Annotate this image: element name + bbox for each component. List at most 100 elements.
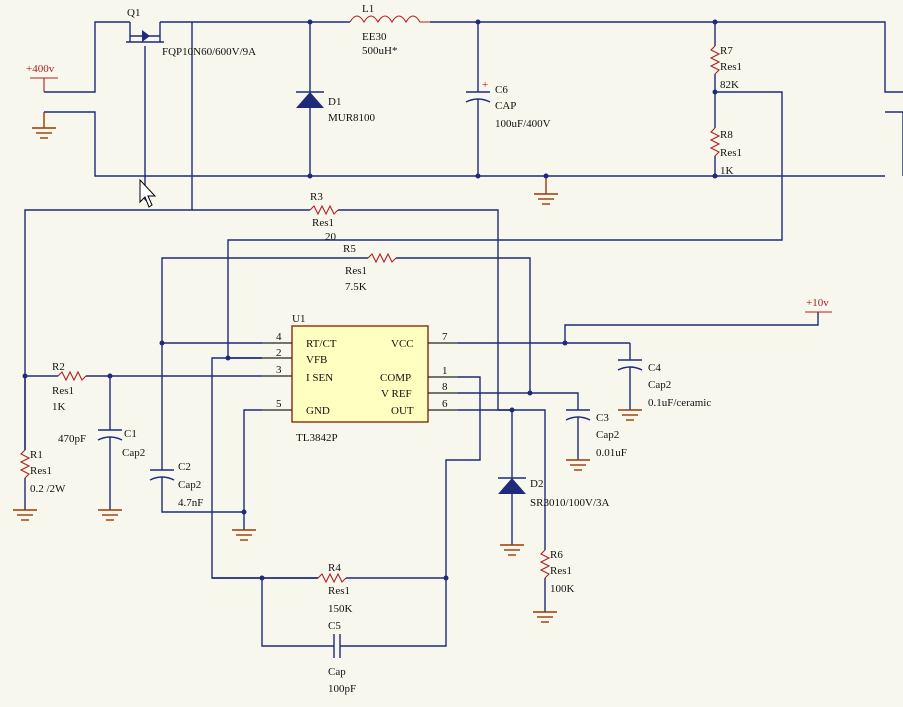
pin-number-2: 2 bbox=[276, 347, 282, 359]
diode-d2: D2 SR3010/100V/3A bbox=[498, 410, 610, 556]
resistor-r6: R6 Res1 100K bbox=[533, 549, 575, 623]
supply-plus400: +400v bbox=[26, 63, 58, 92]
resistor-r5: R5 Res1 7.5K bbox=[161, 243, 531, 393]
c5-type: Cap bbox=[328, 666, 346, 678]
wire-out bbox=[458, 409, 546, 550]
u1-ref: U1 bbox=[292, 313, 305, 325]
r1-ref: R1 bbox=[30, 449, 43, 461]
r1-type: Res1 bbox=[30, 465, 52, 477]
r5-ref: R5 bbox=[343, 243, 356, 255]
pin-number-4: 4 bbox=[276, 331, 282, 343]
capacitor-c1: C1 470pF bbox=[58, 376, 137, 510]
r3-value: 20 bbox=[325, 231, 337, 243]
wire-comp bbox=[445, 376, 481, 578]
c3-type: Cap2 bbox=[596, 429, 619, 441]
u1-pin-out: OUT bbox=[391, 405, 414, 417]
wire-plus10 bbox=[564, 312, 819, 343]
u1-pin-vfb: VFB bbox=[306, 354, 327, 366]
c3-ref: C3 bbox=[596, 412, 609, 424]
mouse-cursor-icon bbox=[139, 178, 157, 208]
r6-ref: R6 bbox=[550, 549, 563, 561]
r5-value: 7.5K bbox=[345, 281, 367, 293]
r6-value: 100K bbox=[550, 583, 575, 595]
r4-value: 150K bbox=[328, 603, 353, 615]
u1-part: TL3842P bbox=[296, 432, 338, 444]
l1-type: EE30 bbox=[362, 31, 387, 43]
r7-type: Res1 bbox=[720, 61, 742, 73]
r2-ref: R2 bbox=[52, 361, 65, 373]
pin-number-5: 5 bbox=[276, 398, 282, 410]
u1-pin-comp: COMP bbox=[380, 372, 411, 384]
label-plus10: +10v bbox=[806, 297, 829, 309]
inductor-l1: L1 EE30 500uH* bbox=[349, 3, 430, 57]
u1-pin-isen: I SEN bbox=[306, 372, 333, 384]
r7-value: 82K bbox=[720, 79, 739, 91]
d1-ref: D1 bbox=[328, 96, 341, 108]
r8-type: Res1 bbox=[720, 147, 742, 159]
ground-u1 bbox=[232, 529, 256, 541]
c2-ref: C2 bbox=[178, 461, 191, 473]
supply-plus10: +10v bbox=[805, 297, 832, 313]
resistor-r7: R7 Res1 82K bbox=[709, 19, 742, 128]
u1-pin-rtct: RT/CT bbox=[306, 338, 337, 350]
r7-ref: R7 bbox=[720, 45, 733, 57]
capacitor-c3: C3 Cap2 0.01uF bbox=[565, 409, 627, 471]
diode-d1: D1 MUR8100 bbox=[296, 19, 376, 179]
l1-ref: L1 bbox=[362, 3, 374, 15]
capacitor-c5: C5 Cap 100pF bbox=[261, 578, 447, 695]
wire-vref bbox=[458, 392, 579, 410]
r2-type: Res1 bbox=[52, 385, 74, 397]
resistor-r8: R8 Res1 1K bbox=[709, 127, 742, 179]
c6-value: 100uF/400V bbox=[495, 118, 551, 130]
u1-pin-vcc: VCC bbox=[391, 338, 414, 350]
c2-type: Cap2 bbox=[178, 479, 201, 491]
u1-pin-vref: V REF bbox=[381, 388, 412, 400]
r4-type: Res1 bbox=[328, 585, 350, 597]
mosfet-q1: Q1 FQP10N60/600V/9A bbox=[24, 7, 256, 450]
pin-number-3: 3 bbox=[276, 364, 282, 376]
ground-c1 bbox=[98, 509, 122, 521]
resistor-r4: R4 Res1 150K bbox=[212, 562, 449, 615]
c5-value: 100pF bbox=[328, 683, 356, 695]
c5-ref: C5 bbox=[328, 620, 341, 632]
c4-ref: C4 bbox=[648, 362, 661, 374]
r2-value: 1K bbox=[52, 401, 66, 413]
c2-value: 4.7nF bbox=[178, 497, 203, 509]
r6-type: Res1 bbox=[550, 565, 572, 577]
c6-plus-mark: + bbox=[482, 79, 488, 91]
r8-ref: R8 bbox=[720, 129, 733, 141]
wire-gnd bbox=[243, 409, 262, 530]
ground-c6 bbox=[534, 173, 558, 205]
u1-pin-gnd: GND bbox=[306, 405, 330, 417]
ground-r1 bbox=[13, 509, 37, 521]
r3-ref: R3 bbox=[310, 191, 323, 203]
l1-value: 500uH* bbox=[362, 45, 397, 57]
ic-u1: U1 TL3842P RT/CT VFB I SEN GND VCC COMP … bbox=[262, 313, 458, 444]
capacitor-c4: C4 Cap2 0.1uF/ceramic bbox=[617, 343, 711, 421]
pin-number-8: 8 bbox=[442, 381, 448, 393]
c6-ref: C6 bbox=[495, 84, 508, 96]
q1-value: FQP10N60/600V/9A bbox=[162, 46, 256, 58]
r5-type: Res1 bbox=[345, 265, 367, 277]
cap2-label-c1: Cap2 bbox=[122, 447, 145, 459]
resistor-r2: R2 Res1 1K bbox=[22, 361, 262, 413]
pin-number-1: 1 bbox=[442, 365, 448, 377]
r8-value: 1K bbox=[720, 165, 734, 177]
c1-ref: C1 bbox=[124, 428, 137, 440]
wire-feedback bbox=[227, 91, 783, 358]
r3-type: Res1 bbox=[312, 217, 334, 229]
capacitor-c6: + C6 CAP 100uF/400V bbox=[465, 19, 551, 179]
q1-ref: Q1 bbox=[127, 7, 140, 19]
label-plus400: +400v bbox=[26, 63, 55, 75]
c4-type: Cap2 bbox=[648, 379, 671, 391]
ground-input bbox=[32, 112, 56, 139]
pin-number-6: 6 bbox=[442, 398, 448, 410]
c4-value: 0.1uF/ceramic bbox=[648, 397, 711, 409]
d1-value: MUR8100 bbox=[328, 112, 376, 124]
c1-value: 470pF bbox=[58, 433, 86, 445]
capacitor-c2: C2 Cap2 4.7nF Cap2 bbox=[122, 343, 244, 513]
pin-number-7: 7 bbox=[442, 331, 448, 343]
c3-value: 0.01uF bbox=[596, 447, 627, 459]
